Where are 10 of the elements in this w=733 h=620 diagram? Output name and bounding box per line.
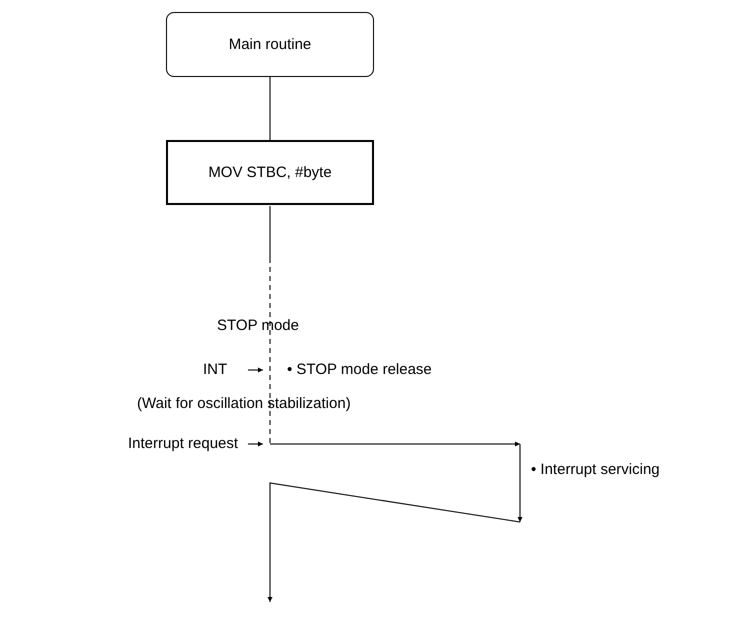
signal-label: Interrupt request (128, 435, 248, 452)
routine-box: Main routine (166, 12, 374, 77)
mode-label: STOP mode (217, 317, 299, 334)
note-text: • Interrupt servicing (531, 461, 660, 478)
signal-arrow (248, 442, 264, 446)
instruction-box: MOV STBC, #byte (166, 140, 374, 205)
note-text: • STOP mode release (287, 361, 432, 378)
signal-arrow (248, 368, 264, 372)
signal-label: INT (203, 361, 248, 378)
note-text: (Wait for oscillation stabilization) (137, 395, 351, 412)
